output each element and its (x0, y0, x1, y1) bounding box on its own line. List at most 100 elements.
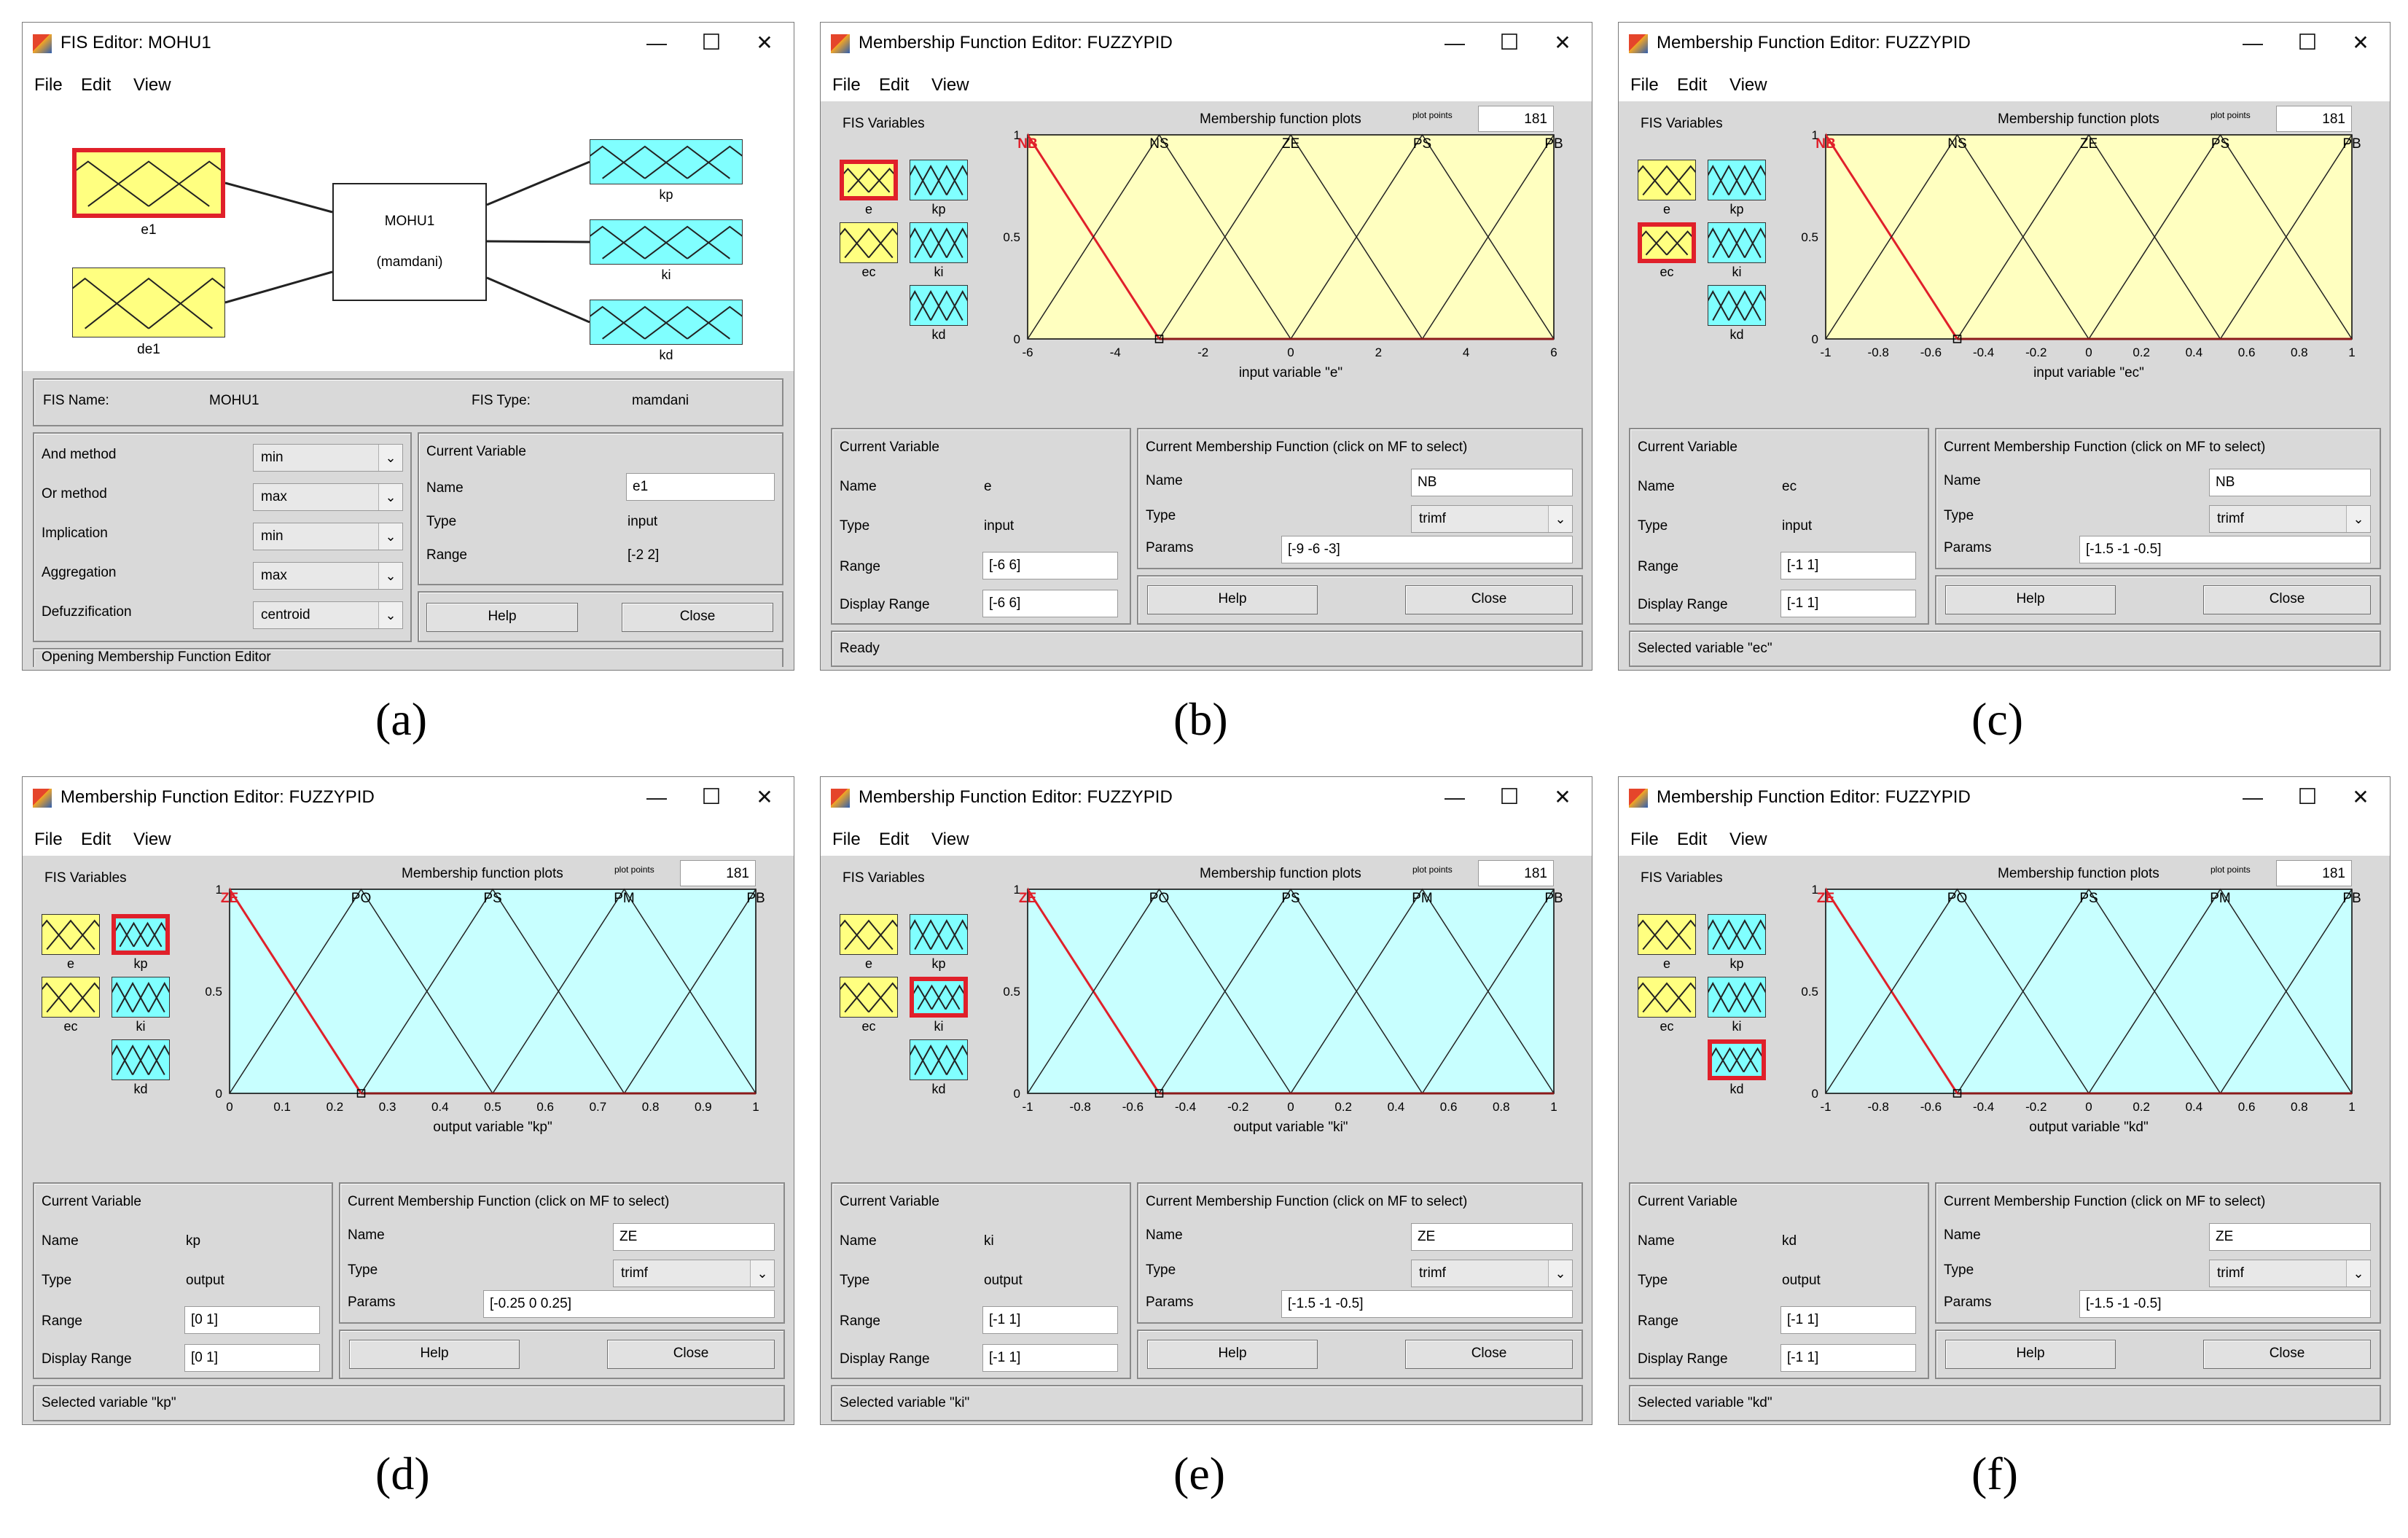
params-field[interactable]: [-9 -6 -3] (1281, 536, 1573, 563)
mf-curve-PB[interactable] (2219, 888, 2391, 1094)
variable-ec-icon[interactable] (840, 977, 898, 1018)
range-field[interactable]: [-1 1] (1780, 1306, 1916, 1334)
variable-kp-icon[interactable] (1708, 160, 1766, 200)
variable-ki-icon[interactable] (910, 222, 968, 263)
mf-name-field[interactable]: ZE (1411, 1223, 1573, 1251)
method-dropdown[interactable]: min⌄ (253, 444, 403, 472)
maximize-icon[interactable]: ☐ (701, 785, 722, 809)
method-dropdown[interactable]: min⌄ (253, 523, 403, 550)
title-bar[interactable]: FIS Editor: MOHU1—☐✕ (23, 23, 794, 65)
menu-file[interactable]: File (1630, 75, 1659, 95)
variable-kp-icon[interactable] (910, 160, 968, 200)
close-icon[interactable]: ✕ (756, 31, 773, 54)
variable-e-icon[interactable] (1638, 914, 1696, 955)
menu-view[interactable]: View (1729, 829, 1767, 849)
close-icon[interactable]: ✕ (756, 786, 773, 808)
mf-curve-ZE[interactable] (1694, 887, 1958, 1094)
menu-edit[interactable]: Edit (1677, 829, 1708, 849)
variable-ec-icon[interactable] (840, 222, 898, 263)
maximize-icon[interactable]: ☐ (1499, 785, 1520, 809)
maximize-icon[interactable]: ☐ (1499, 31, 1520, 55)
close-icon[interactable]: ✕ (1554, 31, 1571, 54)
close-button[interactable]: Close (622, 603, 773, 632)
close-icon[interactable]: ✕ (1554, 786, 1571, 808)
range-field[interactable]: [-1 1] (1780, 552, 1916, 579)
system-block[interactable]: MOHU1(mamdani) (332, 183, 487, 301)
mf-name-field[interactable]: ZE (613, 1223, 775, 1251)
range-field[interactable]: [-6 6] (982, 552, 1118, 579)
method-dropdown[interactable]: max⌄ (253, 483, 403, 511)
title-bar[interactable]: Membership Function Editor: FUZZYPID—☐✕ (821, 23, 1592, 65)
output-kd-block[interactable] (590, 300, 743, 345)
variable-e-icon[interactable] (840, 160, 898, 200)
variable-kp-icon[interactable] (910, 914, 968, 955)
mf-curve-PB[interactable] (2219, 133, 2391, 340)
mf-curve-NS[interactable] (1826, 133, 2090, 340)
menu-file[interactable]: File (832, 829, 861, 849)
minimize-icon[interactable]: — (2243, 31, 2263, 54)
plot-points-field[interactable]: 181 (2276, 860, 2352, 886)
close-button[interactable]: Close (2203, 585, 2371, 614)
selected-mf-handle[interactable] (1154, 335, 1164, 343)
selected-mf-handle[interactable] (1952, 335, 1962, 343)
mf-curve-PB[interactable] (1421, 133, 1592, 340)
range-field[interactable]: [0 1] (184, 1306, 320, 1334)
output-ki-block[interactable] (590, 219, 743, 265)
mf-curve-PS[interactable] (1290, 133, 1554, 340)
menu-file[interactable]: File (34, 75, 63, 95)
mf-curve-PM[interactable] (1290, 888, 1554, 1094)
menu-edit[interactable]: Edit (81, 829, 112, 849)
mf-curve-ZE[interactable] (896, 887, 1160, 1094)
mf-curve-NB[interactable] (1694, 133, 1958, 340)
close-icon[interactable]: ✕ (2352, 786, 2369, 808)
maximize-icon[interactable]: ☐ (2297, 31, 2318, 55)
help-button[interactable]: Help (1945, 585, 2116, 614)
mf-curve-ZE[interactable] (1956, 133, 2221, 340)
variable-kd-icon[interactable] (1708, 1039, 1766, 1080)
minimize-icon[interactable]: — (646, 786, 667, 808)
mf-name-field[interactable]: NB (1411, 469, 1573, 496)
variable-kp-icon[interactable] (1708, 914, 1766, 955)
input-de1-block[interactable] (72, 268, 225, 337)
variable-ki-icon[interactable] (112, 977, 170, 1018)
close-button[interactable]: Close (2203, 1340, 2371, 1369)
selected-mf-handle[interactable] (1952, 1089, 1962, 1098)
close-button[interactable]: Close (1405, 1340, 1573, 1369)
close-button[interactable]: Close (607, 1340, 775, 1369)
help-button[interactable]: Help (1945, 1340, 2116, 1369)
mf-type-dropdown[interactable]: trimf⌄ (1411, 505, 1573, 533)
minimize-icon[interactable]: — (1445, 786, 1465, 808)
variable-kd-icon[interactable] (1708, 285, 1766, 326)
title-bar[interactable]: Membership Function Editor: FUZZYPID—☐✕ (1619, 23, 2390, 65)
variable-e-icon[interactable] (1638, 160, 1696, 200)
mf-curve-PO[interactable] (1028, 888, 1291, 1094)
menu-view[interactable]: View (1729, 75, 1767, 95)
menu-edit[interactable]: Edit (1677, 75, 1708, 95)
mf-type-dropdown[interactable]: trimf⌄ (2209, 505, 2371, 533)
help-button[interactable]: Help (1147, 585, 1318, 614)
selected-mf-handle[interactable] (356, 1089, 366, 1098)
mf-curve-PB[interactable] (1421, 888, 1592, 1094)
mf-curve-PS[interactable] (2088, 133, 2352, 340)
menu-edit[interactable]: Edit (81, 75, 112, 95)
menu-file[interactable]: File (832, 75, 861, 95)
menu-edit[interactable]: Edit (879, 829, 910, 849)
mf-type-dropdown[interactable]: trimf⌄ (1411, 1260, 1573, 1287)
variable-kd-icon[interactable] (910, 1039, 968, 1080)
display-range-field[interactable]: [-1 1] (1780, 590, 1916, 617)
title-bar[interactable]: Membership Function Editor: FUZZYPID—☐✕ (821, 777, 1592, 819)
variable-kd-icon[interactable] (112, 1039, 170, 1080)
selected-mf-handle[interactable] (1154, 1089, 1164, 1098)
title-bar[interactable]: Membership Function Editor: FUZZYPID—☐✕ (1619, 777, 2390, 819)
display-range-field[interactable]: [-1 1] (982, 1344, 1118, 1372)
method-dropdown[interactable]: centroid⌄ (253, 601, 403, 629)
help-button[interactable]: Help (349, 1340, 520, 1369)
mf-curve-NS[interactable] (1028, 133, 1291, 340)
help-button[interactable]: Help (1147, 1340, 1318, 1369)
display-range-field[interactable]: [-1 1] (1780, 1344, 1916, 1372)
params-field[interactable]: [-1.5 -1 -0.5] (2079, 536, 2371, 563)
menu-edit[interactable]: Edit (879, 75, 910, 95)
menu-file[interactable]: File (34, 829, 63, 849)
plot-points-field[interactable]: 181 (1478, 106, 1554, 132)
help-button[interactable]: Help (426, 603, 578, 632)
